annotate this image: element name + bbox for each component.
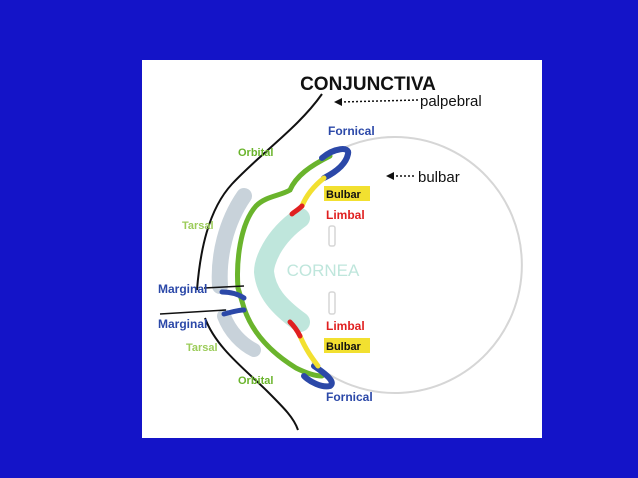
marginal-bottom (221, 307, 247, 317)
bulbar-top-highlight (324, 186, 370, 201)
fornical-top-label: Fornical (328, 124, 375, 138)
limbal-top-label: Limbal (326, 208, 365, 222)
cornea-shape (253, 208, 310, 332)
eyeball-outline (311, 136, 523, 394)
bulbar-bottom (297, 333, 321, 369)
bulbar-bottom-highlight (324, 338, 370, 353)
bulbar-bottom-label: Bulbar (326, 341, 362, 353)
limbal-bottom-label: Limbal (326, 319, 365, 333)
marginal-top-label: Marginal (158, 282, 207, 296)
palpebral-label: palpebral (420, 93, 482, 110)
tarsal-top-label: Tarsal (182, 220, 214, 232)
limbus-gap-top (328, 225, 336, 247)
cornea-label: CORNEA (287, 261, 360, 280)
limbal-top (289, 203, 305, 217)
palpebral-pointer (339, 99, 419, 103)
bulbar-top (299, 175, 327, 209)
fornical-bottom-label: Fornical (326, 390, 373, 404)
bulbar-pointer-label: bulbar (418, 169, 460, 186)
diagram-panel (142, 60, 542, 438)
upper-lid-skin (196, 93, 323, 291)
orbital-top-label: Orbital (238, 147, 273, 159)
orbital-bottom-label: Orbital (238, 375, 273, 387)
upper-tarsal-plate (211, 188, 252, 294)
marginal-top (219, 289, 247, 301)
bulbar-top-label: Bulbar (326, 189, 362, 201)
marginal-bottom-label: Marginal (158, 317, 207, 331)
bulbar-arrowhead (386, 172, 394, 180)
marginal-bottom-leader (159, 309, 227, 315)
palpebral-arrowhead (334, 98, 342, 106)
fornical-bottom (301, 363, 335, 390)
diagram-title: CONJUNCTIVA (300, 74, 436, 95)
limbal-bottom (287, 319, 303, 339)
lower-lid-skin (204, 317, 299, 431)
fornical-top (319, 146, 352, 181)
marginal-top-leader (203, 285, 245, 289)
tarsal-bottom-label: Tarsal (186, 342, 218, 354)
orbital-conjunctiva (235, 153, 333, 379)
limbus-gap-bottom (328, 291, 336, 315)
lower-tarsal-plate (217, 309, 261, 357)
